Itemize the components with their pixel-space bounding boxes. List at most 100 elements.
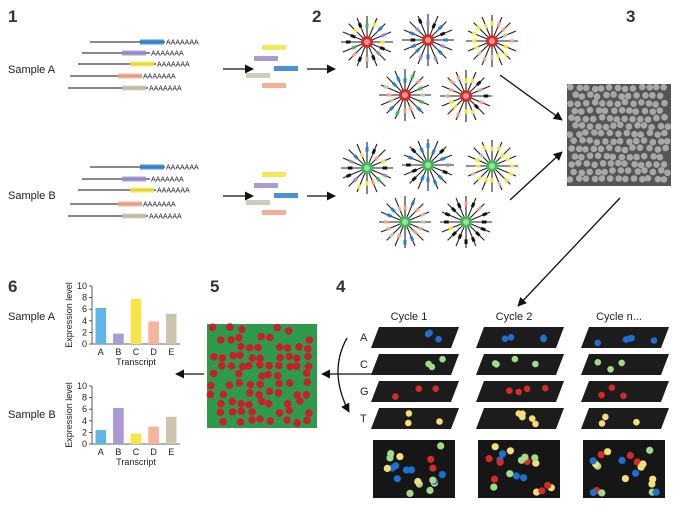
cycle-spot bbox=[540, 335, 547, 343]
bead-oligo bbox=[455, 101, 465, 121]
bead-oligo bbox=[410, 211, 430, 221]
decoded-bead bbox=[275, 409, 284, 417]
bead-barcode-segment bbox=[412, 229, 418, 235]
decoded-bead bbox=[218, 362, 226, 370]
bead-barcode-segment bbox=[476, 206, 482, 212]
array-bead bbox=[650, 153, 657, 160]
poly-a-tail: AAAAAAA bbox=[166, 165, 199, 172]
combined-spot bbox=[597, 451, 605, 459]
combined-spot bbox=[490, 475, 499, 483]
array-bead bbox=[590, 115, 597, 123]
barcoded-bead bbox=[402, 139, 454, 191]
array-bead bbox=[578, 93, 586, 100]
transcript-tag bbox=[140, 164, 164, 170]
bead-highlight bbox=[425, 37, 431, 43]
decoded-bead bbox=[229, 351, 237, 360]
bead-barcode-segment bbox=[431, 23, 437, 29]
array-bead bbox=[582, 129, 589, 136]
bead-barcode-segment bbox=[407, 155, 414, 160]
bead-barcode-segment bbox=[432, 179, 438, 185]
cycle-spot bbox=[650, 337, 658, 344]
array-bead bbox=[615, 130, 622, 138]
bead-barcode-segment bbox=[382, 173, 388, 178]
cycle-plate bbox=[476, 354, 564, 375]
cycle-spot bbox=[608, 384, 616, 392]
step-5-label: 5 bbox=[210, 277, 219, 296]
bead-barcode-segment bbox=[450, 206, 457, 213]
bead-barcode-segment bbox=[496, 21, 502, 27]
array-bead bbox=[578, 153, 585, 161]
bead-oligo bbox=[386, 225, 402, 241]
array-bead bbox=[654, 175, 662, 183]
array-bead bbox=[660, 161, 668, 168]
bead-highlight bbox=[402, 219, 408, 225]
combined-spot bbox=[383, 464, 391, 472]
bead-barcode-segment bbox=[477, 87, 483, 93]
barcoded-bead bbox=[440, 70, 492, 122]
y-tick-label: 4 bbox=[82, 416, 87, 426]
cycle-spot bbox=[532, 420, 539, 428]
combined-spot bbox=[520, 474, 528, 482]
decoded-bead bbox=[264, 399, 273, 408]
combined-spot bbox=[544, 481, 552, 489]
bead-oligo bbox=[481, 46, 491, 66]
array-bead bbox=[656, 153, 664, 161]
bead-barcode-segment bbox=[410, 43, 417, 49]
bar bbox=[95, 430, 107, 444]
decoded-bead bbox=[246, 380, 255, 389]
combined-spot bbox=[491, 443, 499, 451]
decoded-bead bbox=[248, 408, 256, 416]
array-bead bbox=[568, 114, 575, 121]
decoded-bead bbox=[218, 354, 227, 362]
bead-barcode-segment bbox=[371, 54, 376, 61]
cycle-label: Cycle 1 bbox=[391, 311, 428, 323]
y-axis-label: Expression level bbox=[64, 382, 74, 448]
array-bead bbox=[640, 137, 648, 144]
array-bead bbox=[599, 160, 607, 167]
array-bead bbox=[602, 138, 609, 145]
y-tick-label: 6 bbox=[82, 404, 87, 414]
x-tick-label: A bbox=[98, 447, 104, 457]
array-bead bbox=[572, 121, 579, 129]
array-bead bbox=[576, 84, 584, 92]
decoded-bead bbox=[207, 381, 215, 390]
cycle-plate bbox=[371, 408, 459, 429]
cycle-plate bbox=[371, 381, 459, 402]
array-bead bbox=[574, 100, 581, 108]
array-bead bbox=[648, 123, 655, 131]
bead-highlight bbox=[364, 39, 370, 45]
bead-barcode-segment bbox=[410, 147, 417, 154]
combined-spot bbox=[392, 462, 400, 470]
bead-barcode-segment bbox=[451, 231, 457, 237]
array-bead bbox=[618, 153, 626, 161]
combined-spot bbox=[632, 469, 640, 477]
combined-spot bbox=[393, 475, 401, 483]
decoded-bead bbox=[235, 369, 243, 378]
combined-spot bbox=[621, 475, 630, 483]
bead-barcode-segment bbox=[375, 50, 381, 56]
bead-barcode-segment bbox=[396, 233, 402, 239]
bead-barcode-segment bbox=[420, 212, 426, 217]
combined-spot bbox=[637, 463, 645, 471]
bead-barcode-segment bbox=[409, 235, 415, 242]
array-bead bbox=[615, 159, 622, 167]
decoded-bead bbox=[275, 361, 283, 370]
array-bead bbox=[568, 145, 575, 152]
bead-barcode-segment bbox=[408, 105, 413, 112]
cycle-spot bbox=[515, 388, 522, 396]
array-bead bbox=[570, 168, 577, 176]
decoded-bead bbox=[248, 354, 257, 363]
bead-barcode-segment bbox=[397, 206, 402, 212]
bead-barcode-segment bbox=[357, 22, 363, 29]
combined-spot bbox=[604, 448, 612, 456]
bead-barcode-segment bbox=[479, 153, 485, 159]
decoded-bead bbox=[228, 397, 237, 406]
combined-spot bbox=[589, 457, 597, 465]
bead-barcode-segment bbox=[475, 24, 482, 31]
bead-oligo bbox=[429, 45, 439, 65]
bead-barcode-segment bbox=[457, 233, 463, 240]
array-bead bbox=[645, 161, 652, 168]
barcoded-bead bbox=[466, 15, 518, 67]
array-bead bbox=[649, 92, 656, 99]
